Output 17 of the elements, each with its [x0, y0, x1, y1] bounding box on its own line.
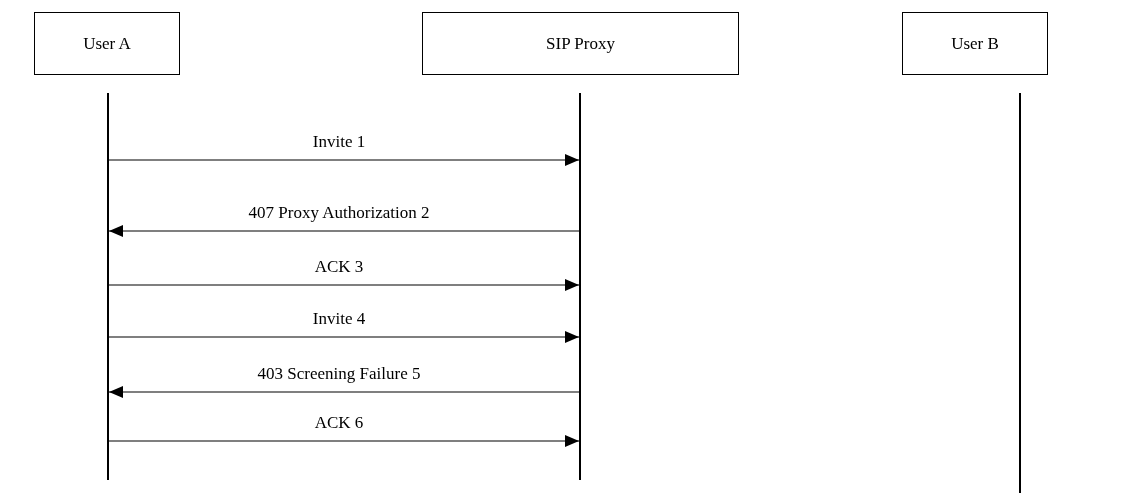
- message-arrow: [108, 279, 580, 291]
- message-arrow: [108, 386, 580, 398]
- message-arrow: [108, 154, 580, 166]
- message-arrow: [108, 331, 580, 343]
- message-label: 407 Proxy Authorization 2: [246, 203, 432, 223]
- message-label: 403 Screening Failure 5: [255, 364, 423, 384]
- participant-name: User A: [83, 33, 131, 54]
- lifeline: [1019, 93, 1021, 493]
- lifeline: [579, 93, 581, 480]
- participant-name: User B: [951, 33, 999, 54]
- participant-box: [422, 12, 739, 75]
- message-arrow: [108, 225, 580, 237]
- participant-box: [34, 12, 180, 75]
- participant-name: SIP Proxy: [546, 33, 615, 54]
- lifeline: [107, 93, 109, 480]
- message-arrow: [108, 435, 580, 447]
- participant-box: [902, 12, 1048, 75]
